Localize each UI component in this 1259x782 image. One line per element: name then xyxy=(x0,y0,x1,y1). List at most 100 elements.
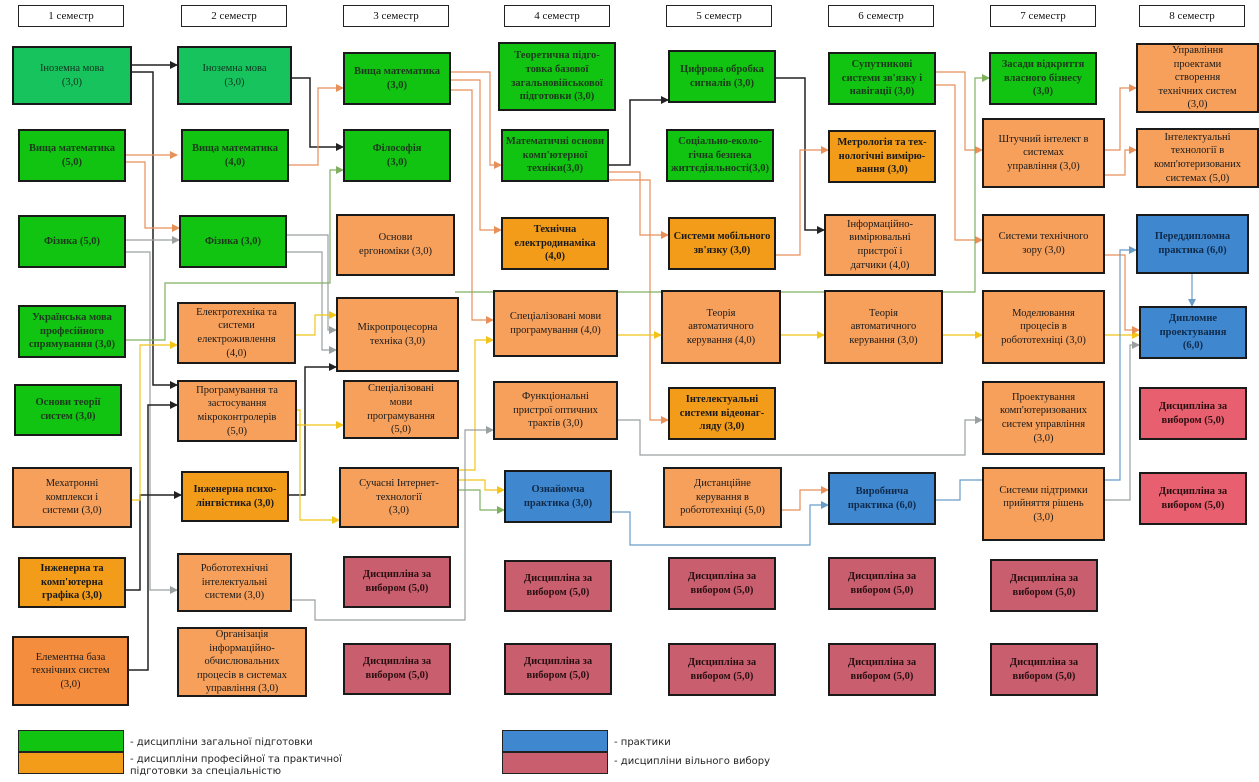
course-title: Вища математика (4,0) xyxy=(191,142,279,168)
course-box-professional: Спеціалізовані мови програмування (5,0) xyxy=(343,380,459,439)
course-box-professional: Інформаційно- вимірювальні пристрої і да… xyxy=(824,214,936,276)
course-box-professional: Основи ергономіки (3,0) xyxy=(336,214,455,276)
course-title: Спеціалізовані мови програмування (4,0) xyxy=(509,310,602,336)
course-box-elective: Дисципліна за вибором (5,0) xyxy=(990,559,1098,612)
course-title: Функціональні пристрої оптичних трактів … xyxy=(513,391,598,430)
course-title: Українська мова професійного спрямування… xyxy=(28,312,116,351)
course-title: Дисципліна за вибором (5,0) xyxy=(687,656,757,682)
course-title: Штучний інтелект в системах управління (… xyxy=(998,133,1089,172)
course-box-elective: Дисципліна за вибором (5,0) xyxy=(668,557,776,610)
course-box-general: Фізика (5,0) xyxy=(18,215,126,268)
course-box-professional: Мехатронні комплекси і системи (3,0) xyxy=(12,467,132,528)
course-box-professional: Системи мобільного зв'язку (3,0) xyxy=(668,217,776,270)
prerequisite-arrow xyxy=(451,71,502,169)
prerequisite-arrow xyxy=(1105,341,1140,501)
prerequisite-arrow xyxy=(296,311,337,336)
course-box-professional: Проектування комп'ютеризованих систем уп… xyxy=(982,381,1105,455)
course-title: Організація інформаційно- обчислювальних… xyxy=(196,628,288,695)
course-box-general: Цифрова обробка сигналів (3,0) xyxy=(668,50,776,103)
course-title: Засади відкриття власного бізнесу (3,0) xyxy=(1001,59,1085,98)
legend-swatch-professional xyxy=(18,752,124,774)
course-title: Дипломне проектування (6,0) xyxy=(1159,313,1227,352)
course-box-elective: Дисципліна за вибором (5,0) xyxy=(668,643,776,696)
prerequisite-arrow xyxy=(609,171,669,239)
course-box-professional: Дистанційне керування в робототехніці (5… xyxy=(663,467,782,528)
prerequisite-arrow xyxy=(609,179,669,424)
course-title: Вища математика (5,0) xyxy=(28,142,116,168)
course-box-professional: Мікропроцесорна техніка (3,0) xyxy=(336,297,459,372)
course-box-professional: Штучний інтелект в системах управління (… xyxy=(982,118,1105,188)
prerequisite-arrow xyxy=(782,486,829,511)
course-title: Дисципліна за вибором (5,0) xyxy=(1158,400,1228,426)
course-box-professional: Теорія автоматичного керування (3,0) xyxy=(824,290,943,364)
prerequisite-arrow xyxy=(126,491,182,591)
course-box-professional: Теорія автоматичного керування (4,0) xyxy=(661,290,781,364)
course-box-professional: Організація інформаційно- обчислювальних… xyxy=(177,627,307,697)
course-title: Дисципліна за вибором (5,0) xyxy=(362,656,432,681)
course-box-elective: Дисципліна за вибором (5,0) xyxy=(990,643,1098,696)
prerequisite-arrow xyxy=(459,489,505,514)
course-box-practice: Дипломне проектування (6,0) xyxy=(1139,306,1247,359)
course-box-elective: Дисципліна за вибором (5,0) xyxy=(504,560,612,612)
course-title: Інформаційно- вимірювальні пристрої і да… xyxy=(846,218,913,271)
course-box-professional: Системи підтримки прийняття рішень (3,0) xyxy=(982,467,1105,541)
course-title: Інженерна та комп'ютерна графіка (3,0) xyxy=(40,563,104,602)
semester-header-5: 5 семестр xyxy=(666,5,772,27)
course-title: Дисципліна за вибором (5,0) xyxy=(1158,485,1228,511)
course-title: Дисципліна за вибором (5,0) xyxy=(1009,656,1079,682)
course-title: Системи мобільного зв'язку (3,0) xyxy=(673,230,771,256)
course-box-professional: Спеціалізовані мови програмування (4,0) xyxy=(493,290,618,357)
course-box-professional: Інженерна та комп'ютерна графіка (3,0) xyxy=(18,557,126,608)
course-title: Системи технічного зору (3,0) xyxy=(998,231,1089,256)
course-box-professional: Інженерна психо- лінгвістика (3,0) xyxy=(181,471,289,522)
course-box-professional: Сучасні Інтернет- технології (3,0) xyxy=(339,467,459,528)
course-box-elective: Дисципліна за вибором (5,0) xyxy=(828,643,936,696)
prerequisite-arrow xyxy=(609,96,669,166)
course-box-professional: Управління проектами створення технічних… xyxy=(1136,43,1259,113)
prerequisite-arrow xyxy=(292,426,494,621)
course-title: Соціально-еколо- гічна безпека життєдіял… xyxy=(670,136,770,175)
prerequisite-arrow xyxy=(459,479,505,494)
prerequisite-arrow xyxy=(1105,254,1140,334)
legend-swatch-general xyxy=(18,730,124,752)
course-box-general: Іноземна мова (3,0) xyxy=(177,46,292,105)
prerequisite-arrow xyxy=(936,71,983,154)
course-title: Інженерна психо- лінгвістика (3,0) xyxy=(193,483,277,509)
course-box-professional: Технічна електродинаміка (4,0) xyxy=(501,217,609,270)
course-title: Ознайомча практика (3,0) xyxy=(523,483,593,509)
course-title: Фізика (5,0) xyxy=(43,235,101,247)
course-box-general: Фізика (3,0) xyxy=(179,215,287,268)
course-box-general: Вища математика (5,0) xyxy=(18,129,126,182)
course-box-elective: Дисципліна за вибором (5,0) xyxy=(828,557,936,610)
course-title: Теорія автоматичного керування (3,0) xyxy=(849,307,918,346)
prerequisite-arrow xyxy=(451,79,502,234)
course-title: Іноземна мова (3,0) xyxy=(39,62,105,88)
course-title: Теоретична підго- товка базової загально… xyxy=(511,50,603,103)
course-box-elective: Дисципліна за вибором (5,0) xyxy=(343,556,451,608)
course-title: Іноземна мова (3,0) xyxy=(202,62,267,88)
semester-header-6: 6 семестр xyxy=(828,5,934,27)
course-box-professional: Робототехнічні інтелектуальні системи (3… xyxy=(177,553,292,612)
course-box-practice: Виробнича практика (6,0) xyxy=(828,472,936,525)
course-box-general: Вища математика (3,0) xyxy=(343,52,451,105)
course-box-professional: Моделювання процесів в робототехніці (3,… xyxy=(982,290,1105,364)
course-title: Дисципліна за вибором (5,0) xyxy=(523,573,593,598)
course-box-general: Філософія (3,0) xyxy=(343,129,451,182)
course-box-general: Основи теорії систем (3,0) xyxy=(14,384,122,436)
course-box-practice: Переддипломна практика (6,0) xyxy=(1136,214,1249,274)
legend-label-elective: - дисципліни вільного вибору xyxy=(614,756,771,767)
course-title: Програмування та застосування мікроконтр… xyxy=(196,384,278,437)
course-title: Фізика (3,0) xyxy=(204,235,262,247)
course-box-general: Вища математика (4,0) xyxy=(181,129,289,182)
prerequisite-arrow xyxy=(459,336,494,471)
prerequisite-arrow xyxy=(287,234,337,334)
course-title: Дисципліна за вибором (5,0) xyxy=(847,656,917,682)
course-title: Теорія автоматичного керування (4,0) xyxy=(686,307,756,346)
course-title: Дисципліна за вибором (5,0) xyxy=(687,570,757,596)
course-box-professional: Інтелектуальні технології в комп'ютеризо… xyxy=(1136,128,1259,188)
prerequisite-arrow xyxy=(776,146,829,256)
prerequisite-arrow xyxy=(129,401,178,671)
course-box-practice: Ознайомча практика (3,0) xyxy=(504,470,612,523)
prerequisite-arrow xyxy=(126,161,180,232)
course-title: Електротехніка та системи електроживленн… xyxy=(196,306,277,359)
